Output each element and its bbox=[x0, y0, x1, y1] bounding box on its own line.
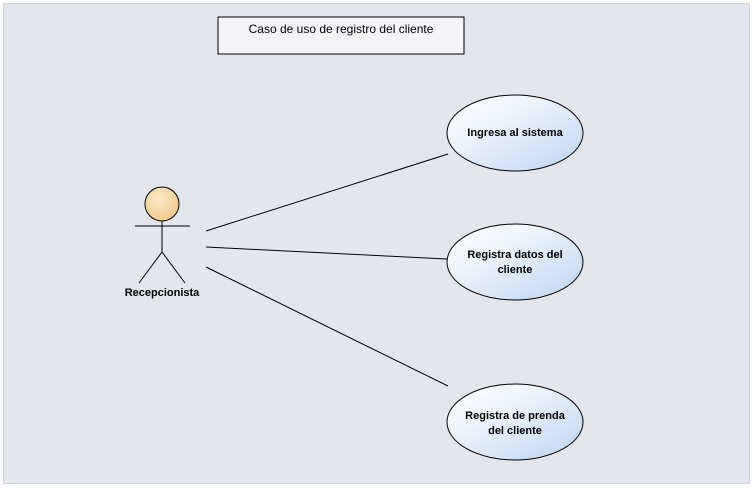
use-case-ellipse bbox=[446, 223, 584, 301]
title-frame bbox=[217, 16, 465, 55]
actor-right-leg bbox=[161, 251, 186, 284]
diagram-title-box: Caso de uso de registro del cliente bbox=[217, 16, 465, 55]
use-case-ingresa-al-sistema[interactable]: Ingresa al sistema bbox=[446, 94, 584, 172]
actor-recepcionista[interactable]: Recepcionista bbox=[125, 186, 200, 299]
diagram-title: Caso de uso de registro del cliente bbox=[249, 22, 434, 36]
actor-head bbox=[144, 186, 180, 222]
use-case-ellipse bbox=[446, 94, 584, 172]
use-case-diagram: Caso de uso de registro del cliente Rece… bbox=[125, 16, 584, 461]
use-case-registra-de-prenda-del-cliente[interactable]: Registra de prenda del cliente bbox=[446, 383, 584, 461]
diagram-canvas: Caso de uso de registro del cliente Rece… bbox=[3, 3, 750, 484]
use-case-registra-datos-del-cliente[interactable]: Registra datos del cliente bbox=[446, 223, 584, 301]
use-case-label-line1: Registra datos del bbox=[467, 249, 562, 261]
use-case-label-line1: Ingresa al sistema bbox=[467, 127, 563, 139]
use-case-ellipse bbox=[446, 383, 584, 461]
use-case-label-line1: Registra de prenda bbox=[465, 410, 566, 422]
use-case-label-line2: cliente bbox=[498, 264, 533, 276]
association-line-2 bbox=[205, 246, 448, 260]
use-case-label-line2: del cliente bbox=[488, 425, 542, 437]
association-line-1 bbox=[205, 153, 449, 232]
actor-name: Recepcionista bbox=[125, 287, 200, 299]
actor-left-leg bbox=[138, 251, 163, 284]
associations bbox=[205, 153, 449, 387]
association-line-3 bbox=[205, 266, 449, 387]
